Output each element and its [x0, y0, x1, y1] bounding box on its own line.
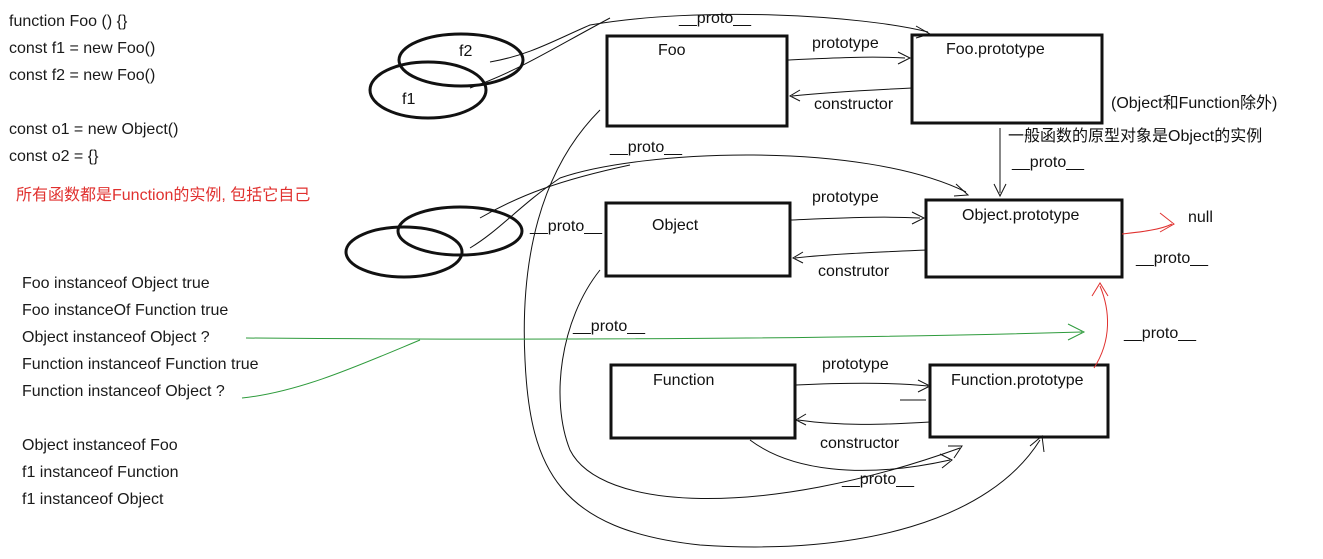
- code-line-1: function Foo () {}: [9, 13, 128, 30]
- edge-object-construtor: [794, 249, 927, 259]
- edge-label-proto-top: __proto__: [679, 10, 752, 27]
- edge-label-foo-prototype: prototype: [812, 35, 879, 52]
- ellipse-f2: [397, 32, 525, 88]
- edge-o2-proto: [469, 154, 967, 249]
- edge-o1-proto: [479, 164, 631, 219]
- arrowhead-null: [1159, 212, 1175, 233]
- edge-label-proto-object-left: __proto__: [530, 218, 603, 235]
- box-object: [604, 201, 792, 278]
- box-function-prototype: [928, 363, 1110, 439]
- edge-label-object-prototype: prototype: [812, 189, 879, 206]
- edge-label-foo-constructor: constructor: [814, 96, 894, 113]
- edge-label-object-construtor: construtor: [818, 263, 890, 280]
- box-object-prototype: [924, 198, 1124, 279]
- ellipse-f1: [368, 60, 488, 120]
- question-6: Object instanceof Foo: [22, 437, 178, 454]
- box-foo-label: Foo: [658, 42, 686, 59]
- arrowhead-function-constructor: [794, 413, 807, 426]
- label-f2: f2: [459, 43, 473, 60]
- edge-label-function-prototype: prototype: [822, 356, 889, 373]
- annotation-null: null: [1188, 209, 1213, 226]
- question-5: Function instanceof Object ?: [22, 383, 225, 400]
- edge-label-proto-function-bottom: __proto__: [842, 471, 915, 488]
- box-function: [609, 363, 797, 440]
- box-object-label: Object: [652, 217, 699, 234]
- edge-label-proto-foo-prototype: __proto__: [1012, 154, 1085, 171]
- arrowhead-function-proto: [939, 453, 953, 469]
- edge-function-proto: [749, 439, 951, 471]
- box-function-label: Function: [653, 372, 715, 389]
- arrowhead-o2-proto: [953, 183, 970, 197]
- annotation-object-function-except: (Object和Function除外): [1111, 95, 1278, 112]
- arrowhead-foo-prototype: [897, 51, 912, 65]
- box-foo: [605, 34, 789, 128]
- arrowhead-foo-constructor: [788, 89, 801, 102]
- box-foo-prototype-label: Foo.prototype: [946, 41, 1045, 58]
- arrowhead-foo-proto: [1029, 435, 1045, 453]
- green-arrow-object-instanceof: [245, 331, 1083, 340]
- edge-foo-constructor: [791, 87, 913, 97]
- annotation-general-prototype: 一般函数的原型对象是Object的实例: [1008, 128, 1263, 145]
- edge-label-proto-object-down: __proto__: [573, 318, 646, 335]
- edge-function-constructor: [797, 419, 931, 425]
- edge-function-prototype-proto-red: [1093, 285, 1108, 369]
- edge-object-prototype-null: [1121, 223, 1173, 235]
- arrowhead-function-prototype-proto-red: [1091, 282, 1109, 297]
- question-1: Foo instanceof Object true: [22, 275, 210, 292]
- arrowhead-object-proto: [948, 445, 963, 459]
- question-3: Object instanceof Object ?: [22, 329, 210, 346]
- code-line-2: const f1 = new Foo(): [9, 40, 156, 57]
- edge-object-proto: [559, 269, 961, 500]
- box-function-prototype-label: Function.prototype: [951, 372, 1084, 389]
- box-object-prototype-label: Object.prototype: [962, 207, 1080, 224]
- edge-label-proto-function-prototype-red: __proto__: [1124, 325, 1197, 342]
- box-foo-prototype: [910, 33, 1104, 125]
- code-line-4: const o1 = new Object(): [9, 121, 179, 138]
- note-all-functions: 所有函数都是Function的实例, 包括它自己: [16, 187, 311, 204]
- edge-label-proto-o: __proto__: [610, 139, 683, 156]
- edge-foo-proto: [523, 109, 1041, 548]
- edge-f2-proto: [489, 13, 929, 63]
- ellipse-o2: [396, 205, 524, 257]
- edge-foo-prototype: [787, 56, 906, 61]
- arrowhead-f2-proto: [915, 25, 932, 39]
- edge-label-proto-object-prototype-red: __proto__: [1136, 250, 1209, 267]
- question-4: Function instanceof Function true: [22, 356, 259, 373]
- ellipse-o1: [344, 225, 464, 279]
- arrowhead-object-prototype: [911, 211, 926, 225]
- edge-function-prototype: [795, 382, 929, 387]
- green-arrow-function-instanceof: [241, 339, 421, 399]
- edge-label-function-constructor: constructor: [820, 435, 900, 452]
- code-line-5: const o2 = {}: [9, 148, 99, 165]
- code-line-3: const f2 = new Foo(): [9, 67, 156, 84]
- edge-object-prototype: [789, 216, 921, 221]
- arrowhead-foo-prototype-proto: [993, 183, 1007, 198]
- label-f1: f1: [402, 91, 416, 108]
- arrowhead-object-construtor: [791, 251, 804, 264]
- question-8: f1 instanceof Object: [22, 491, 164, 508]
- question-2: Foo instanceOf Function true: [22, 302, 229, 319]
- question-7: f1 instanceof Function: [22, 464, 179, 481]
- arrowhead-function-prototype: [917, 379, 932, 393]
- edge-f1-proto: [469, 17, 611, 89]
- green-arrowhead: [1067, 323, 1086, 341]
